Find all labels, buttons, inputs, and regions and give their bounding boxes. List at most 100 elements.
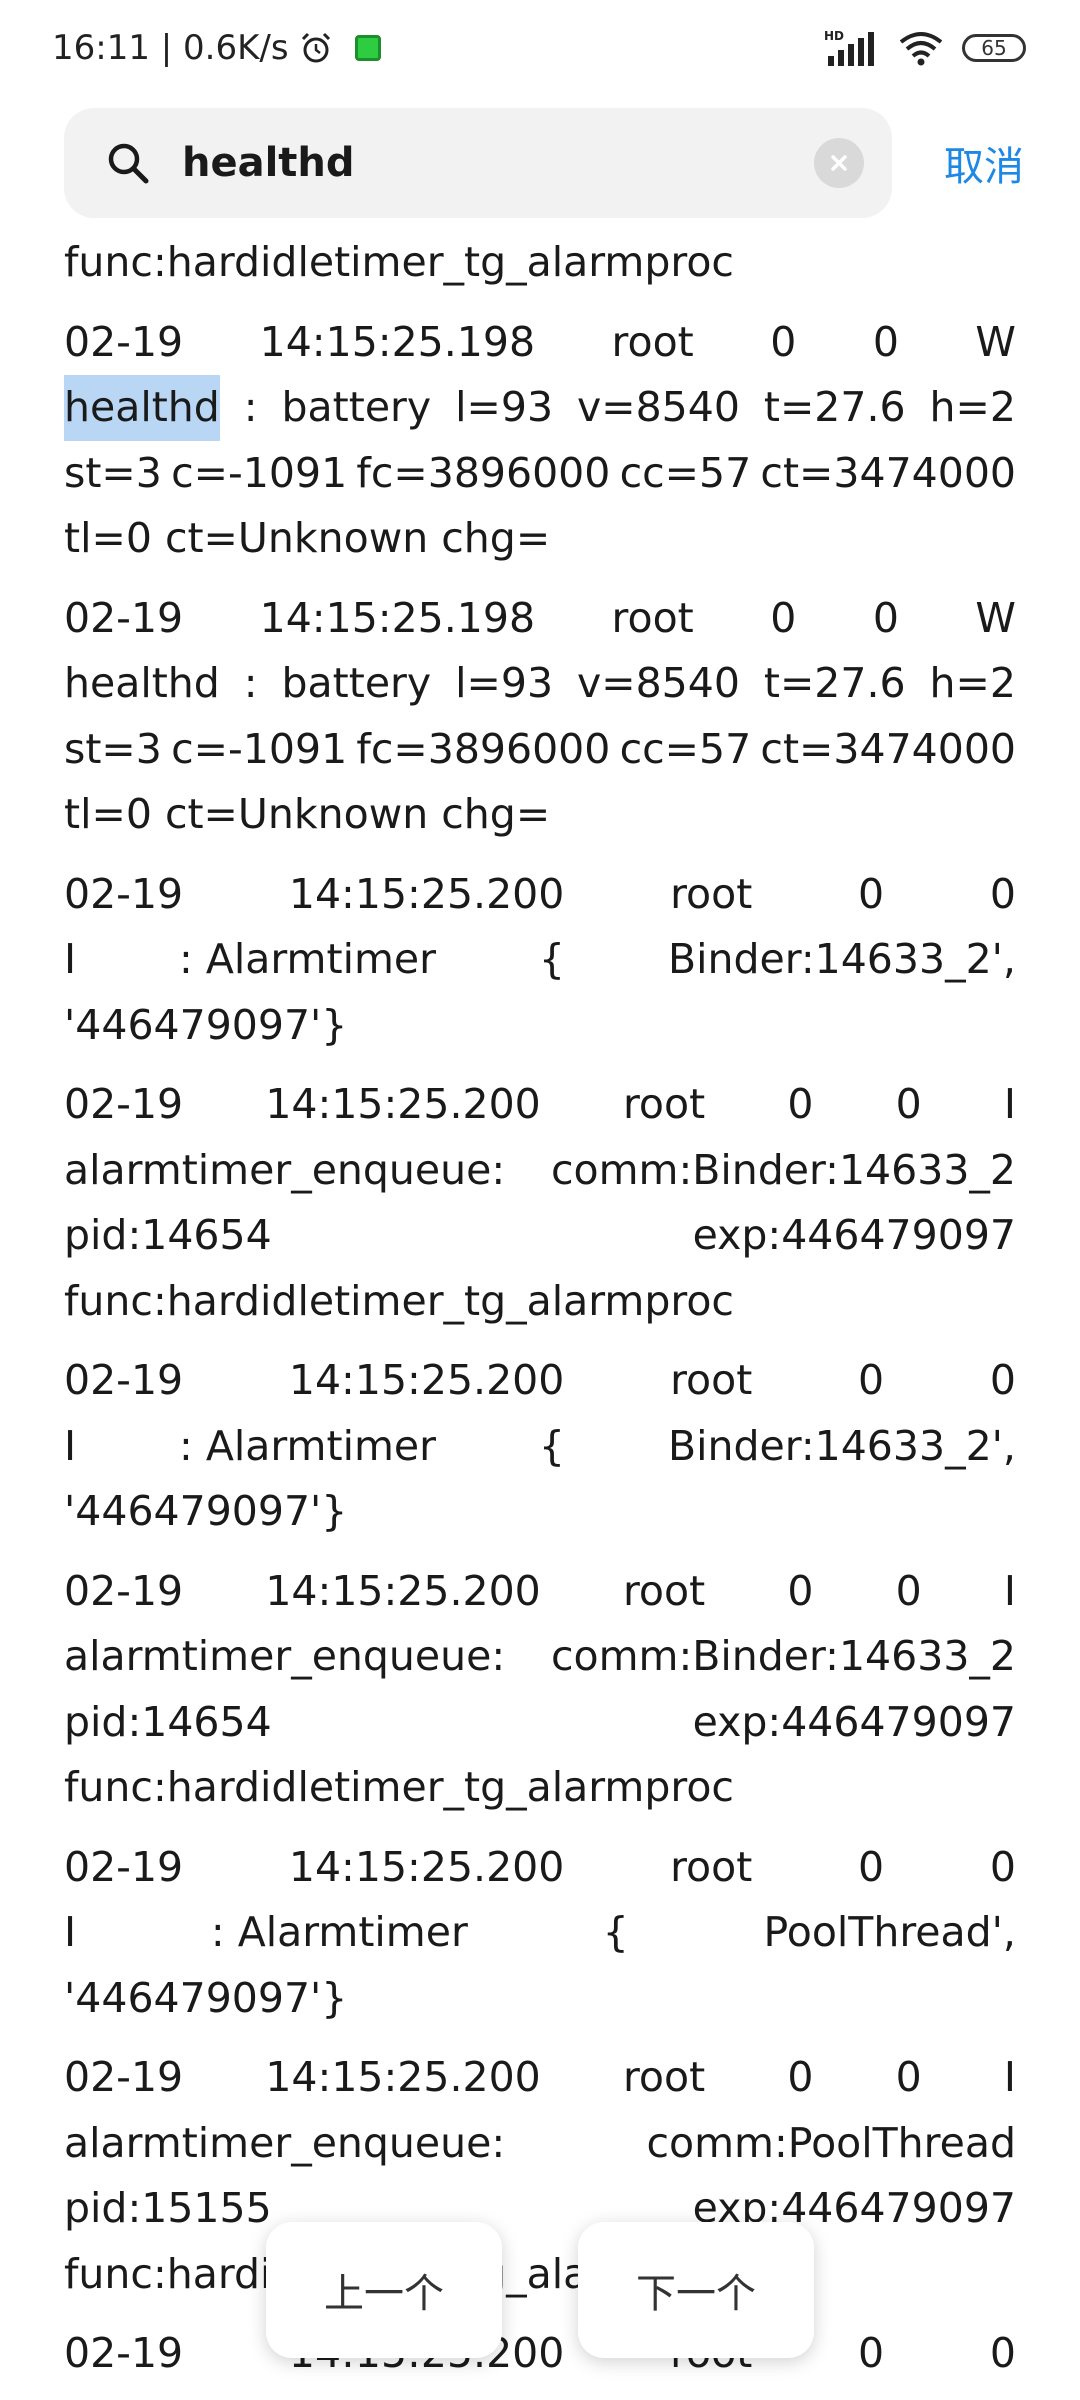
log-token: 0 <box>895 1080 922 1128</box>
log-token: : Alarmtimer <box>189 2387 446 2400</box>
log-token: tl=0 ct=Unknown chg= <box>64 514 551 562</box>
log-token: tl=0 ct=Unknown chg= <box>64 790 551 838</box>
next-match-button[interactable]: 下一个 <box>578 2222 814 2358</box>
log-line: I: Alarmtimer{thread_light_1', <box>64 2387 1016 2400</box>
status-bar: 16:11 | 0.6K/s HD 65 <box>0 0 1080 96</box>
log-token: l=93 <box>455 659 554 707</box>
status-right: HD 65 <box>824 28 1026 68</box>
log-token: { <box>538 935 566 983</box>
alarm-clock-icon <box>301 32 330 63</box>
log-line: alarmtimer_enqueue: comm:Binder:14633_2 <box>64 1624 1016 1690</box>
log-line: I: Alarmtimer{Binder:14633_2', <box>64 927 1016 993</box>
previous-match-label: 上一个 <box>324 2271 444 2317</box>
log-token: 14:15:25.200 <box>288 869 565 918</box>
log-line: alarmtimer_enqueue:comm:PoolThread <box>64 2111 1016 2177</box>
log-token: 14:15:25.200 <box>265 1566 541 1615</box>
log-token: fc=3896000 <box>356 724 611 773</box>
time-speed: 16:11 | 0.6K/s <box>52 28 289 68</box>
log-token: 0 <box>989 1842 1016 1891</box>
log-line: pid:14654 exp:446479097 <box>64 1690 1016 1756</box>
log-token: battery <box>281 383 432 431</box>
log-token: 02-19 <box>64 593 184 642</box>
battery-icon: 65 <box>962 34 1026 62</box>
log-token: 0 <box>858 2329 885 2377</box>
log-token: PoolThread', <box>763 1908 1016 1956</box>
log-line: 02-19 14:15:25.198 root 0 0 W <box>64 586 1016 652</box>
clear-search-button[interactable] <box>814 138 864 188</box>
log-entry[interactable]: func:hardidletimer_tg_alarmproc <box>64 230 1016 296</box>
log-token: root <box>611 593 694 642</box>
log-token: '446479097'} <box>64 1973 348 2022</box>
log-token: 0 <box>858 1842 885 1891</box>
log-token: : <box>243 659 258 707</box>
log-token: 02-19 <box>64 2329 184 2377</box>
log-token: root <box>670 1356 753 1404</box>
log-token: func:hardidletimer_tg_alarmproc <box>64 238 734 286</box>
next-match-label: 下一个 <box>636 2271 756 2317</box>
log-token: { <box>538 1421 566 1470</box>
status-left: 16:11 | 0.6K/s <box>52 28 381 68</box>
search-bar: healthd 取消 <box>0 96 1080 230</box>
log-token: alarmtimer_enqueue: <box>64 1632 506 1680</box>
log-token: v=8540 <box>576 659 740 707</box>
log-token: 14:15:25.198 <box>259 593 536 642</box>
log-token: 02-19 <box>64 1080 184 1128</box>
log-token: 02-19 <box>64 317 184 366</box>
log-token: 14:15:25.200 <box>265 1080 541 1128</box>
search-match-highlight: healthd <box>64 375 220 441</box>
log-token: 0 <box>895 1566 922 1615</box>
log-token: 0 <box>872 593 899 642</box>
log-token: alarmtimer_enqueue: <box>64 2118 506 2167</box>
log-token: 02-19 <box>64 1842 184 1891</box>
cancel-button[interactable]: 取消 <box>944 144 1024 190</box>
log-token: c=-1091 <box>171 448 348 497</box>
wifi-icon <box>899 32 943 66</box>
log-token: 14:15:25.200 <box>288 1842 565 1891</box>
log-token: I <box>1003 1080 1016 1128</box>
log-token: W <box>975 593 1016 642</box>
log-token: : Alarmtimer <box>179 935 436 983</box>
search-query[interactable]: healthd <box>182 140 355 186</box>
log-token: exp:446479097 <box>692 1211 1016 1259</box>
log-token: root <box>622 1080 706 1128</box>
log-line: func:hardidletimer_tg_alarmproc <box>64 1269 1016 1335</box>
log-token: root <box>622 2053 706 2101</box>
log-token: root <box>670 869 753 918</box>
log-token: 14:15:25.200 <box>265 2053 541 2101</box>
log-line: alarmtimer_enqueue:comm:Binder:14633_2 <box>64 1138 1016 1204</box>
log-token: t=27.6 <box>763 383 906 431</box>
log-token: comm:Binder:14633_2 <box>550 1632 1016 1680</box>
log-line: tl=0 ct=Unknown chg= <box>64 782 1016 848</box>
log-token: func:hardidletimer_tg_alarmproc <box>64 1763 734 1811</box>
log-token: I <box>64 1421 77 1470</box>
log-token: func:hardidletimer_tg_alarmproc <box>64 1276 734 1325</box>
log-token: 0 <box>770 593 797 642</box>
log-token: 0 <box>989 869 1016 918</box>
log-token: root <box>611 317 694 366</box>
log-token: I <box>64 1908 77 1956</box>
signal-icon: HD <box>824 29 874 66</box>
log-token: exp:446479097 <box>692 1697 1016 1746</box>
previous-match-button[interactable]: 上一个 <box>266 2222 502 2358</box>
log-line: func:hardidletimer_tg_alarmproc <box>64 2242 1016 2308</box>
log-token: I <box>64 2387 76 2400</box>
search-input[interactable]: healthd <box>64 108 892 218</box>
log-token: 02-19 <box>64 1356 184 1404</box>
log-token: thread_light_1', <box>699 2387 1016 2400</box>
log-token: pid:14654 <box>64 1697 272 1746</box>
